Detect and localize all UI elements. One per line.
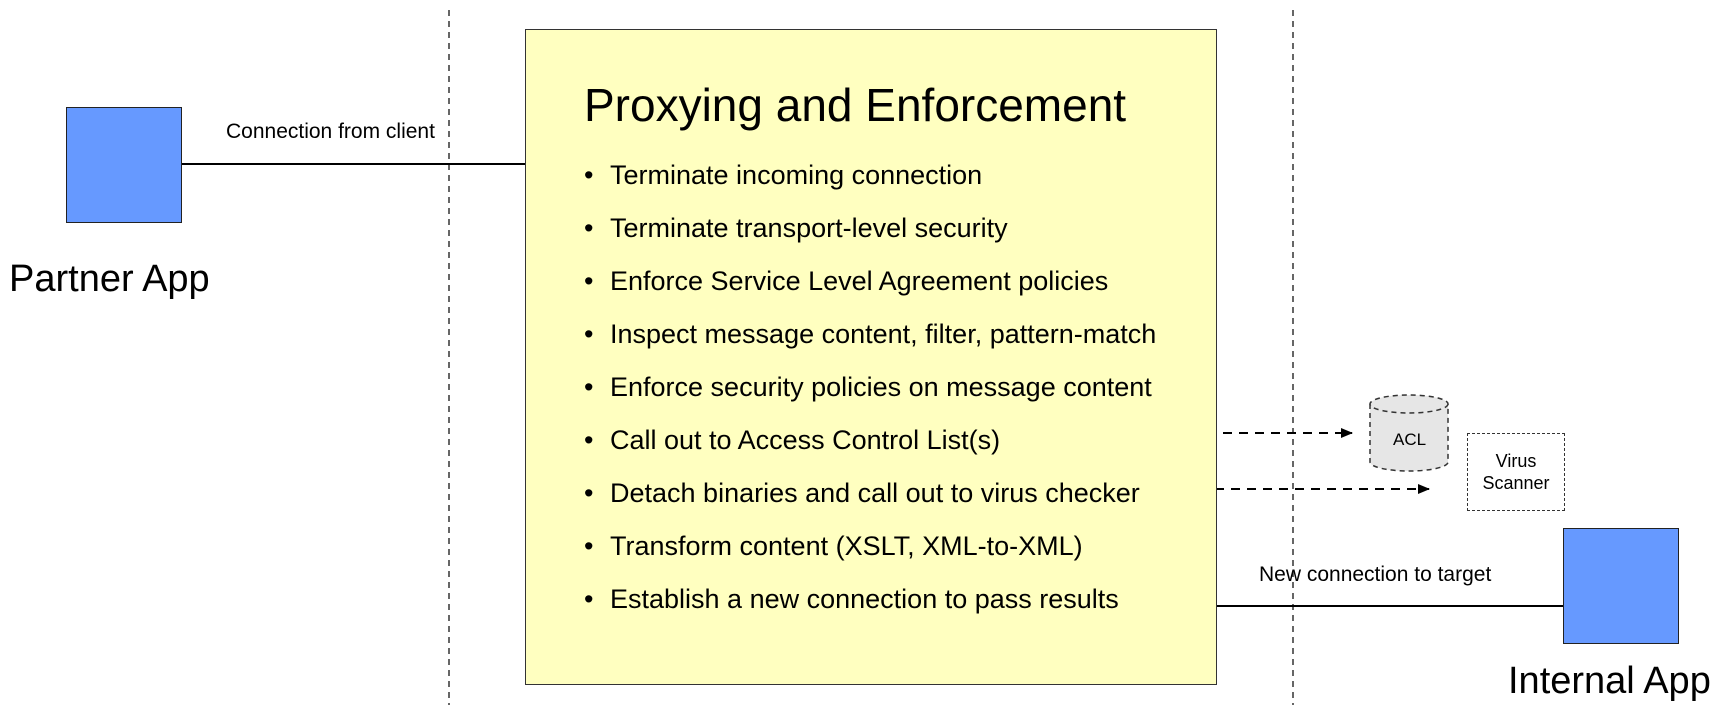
list-item: •Call out to Access Control List(s) [584,414,1156,467]
bullet-icon: • [584,372,594,402]
list-item: •Enforce Service Level Agreement policie… [584,255,1156,308]
list-item: •Terminate transport-level security [584,202,1156,255]
internal-app-label: Internal App [1508,660,1711,702]
acl-label: ACL [1393,430,1427,449]
bullet-icon: • [584,160,594,190]
bullet-icon: • [584,531,594,561]
partner-app-label: Partner App [9,258,210,300]
bullet-icon: • [584,266,594,296]
proxy-enforcement-panel [525,29,1217,685]
bullet-icon: • [584,584,594,614]
partner-app-box [66,107,182,223]
incoming-connection-label: Connection from client [226,120,435,143]
proxy-title: Proxying and Enforcement [584,79,1127,131]
virus-scanner-label-line1: Virus [1495,451,1537,471]
acl-database-icon [1369,394,1449,472]
bullet-icon: • [584,425,594,455]
virus-scanner-box: Virus Scanner [1467,433,1565,511]
list-item: •Detach binaries and call out to virus c… [584,467,1156,520]
internal-app-box [1563,528,1679,644]
bullet-icon: • [584,319,594,349]
list-item: •Establish a new connection to pass resu… [584,573,1156,626]
list-item: •Inspect message content, filter, patter… [584,308,1156,361]
list-item: •Transform content (XSLT, XML-to-XML) [584,520,1156,573]
virus-scanner-label-line2: Scanner [1482,473,1550,493]
list-item: •Enforce security policies on message co… [584,361,1156,414]
list-item: •Terminate incoming connection [584,149,1156,202]
enforcement-list: •Terminate incoming connection •Terminat… [584,149,1156,626]
bullet-icon: • [584,213,594,243]
bullet-icon: • [584,478,594,508]
outgoing-connection-label: New connection to target [1259,563,1492,586]
